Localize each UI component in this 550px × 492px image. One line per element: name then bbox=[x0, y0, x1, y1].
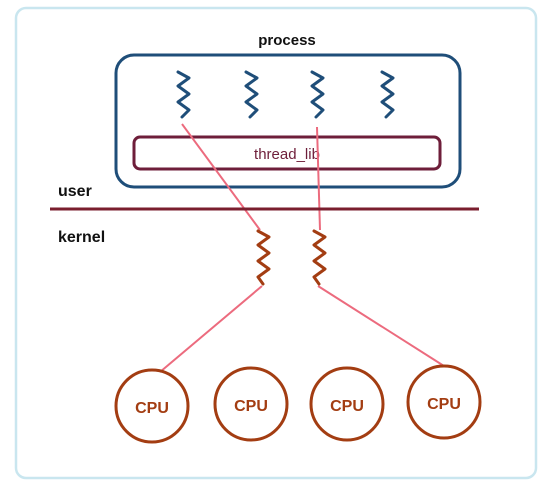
user-thread-4 bbox=[380, 70, 395, 119]
cpu-4-label: CPU bbox=[427, 396, 461, 413]
cpu-3: CPU bbox=[309, 366, 385, 442]
process-box bbox=[114, 53, 462, 189]
kernel-threads bbox=[256, 229, 327, 286]
kernel-thread-1 bbox=[256, 229, 271, 286]
user-thread-1 bbox=[176, 70, 191, 119]
cpu-2-label: CPU bbox=[234, 398, 268, 415]
kernel-thread-2 bbox=[312, 229, 327, 286]
user-thread-2 bbox=[244, 70, 259, 119]
thread-lib-label: thread_lib bbox=[254, 146, 320, 163]
cpu-4-circle bbox=[406, 364, 482, 440]
user-label: user bbox=[58, 183, 92, 200]
mapping-lines bbox=[159, 123, 445, 373]
cpu-3-circle bbox=[309, 366, 385, 442]
diagram-frame bbox=[14, 6, 538, 480]
cpus: CPU CPU CPU CPU bbox=[114, 364, 482, 444]
user-thread-3 bbox=[310, 70, 325, 119]
cpu-1-label: CPU bbox=[135, 400, 169, 417]
mapping-line-user-to-kernel-2 bbox=[316, 126, 321, 231]
cpu-4: CPU bbox=[406, 364, 482, 440]
thread-lib-box bbox=[132, 135, 442, 171]
cpu-3-label: CPU bbox=[330, 398, 364, 415]
kernel-label: kernel bbox=[58, 229, 105, 246]
cpu-2-circle bbox=[213, 366, 289, 442]
cpu-1: CPU bbox=[114, 368, 190, 444]
mapping-line-user-to-kernel-1 bbox=[181, 123, 261, 231]
process-label: process bbox=[258, 32, 316, 49]
user-threads bbox=[176, 70, 395, 119]
cpu-2: CPU bbox=[213, 366, 289, 442]
mapping-line-kernel-to-cpu-1 bbox=[159, 285, 263, 373]
mapping-line-kernel-to-cpu-2 bbox=[317, 285, 445, 367]
cpu-1-circle bbox=[114, 368, 190, 444]
